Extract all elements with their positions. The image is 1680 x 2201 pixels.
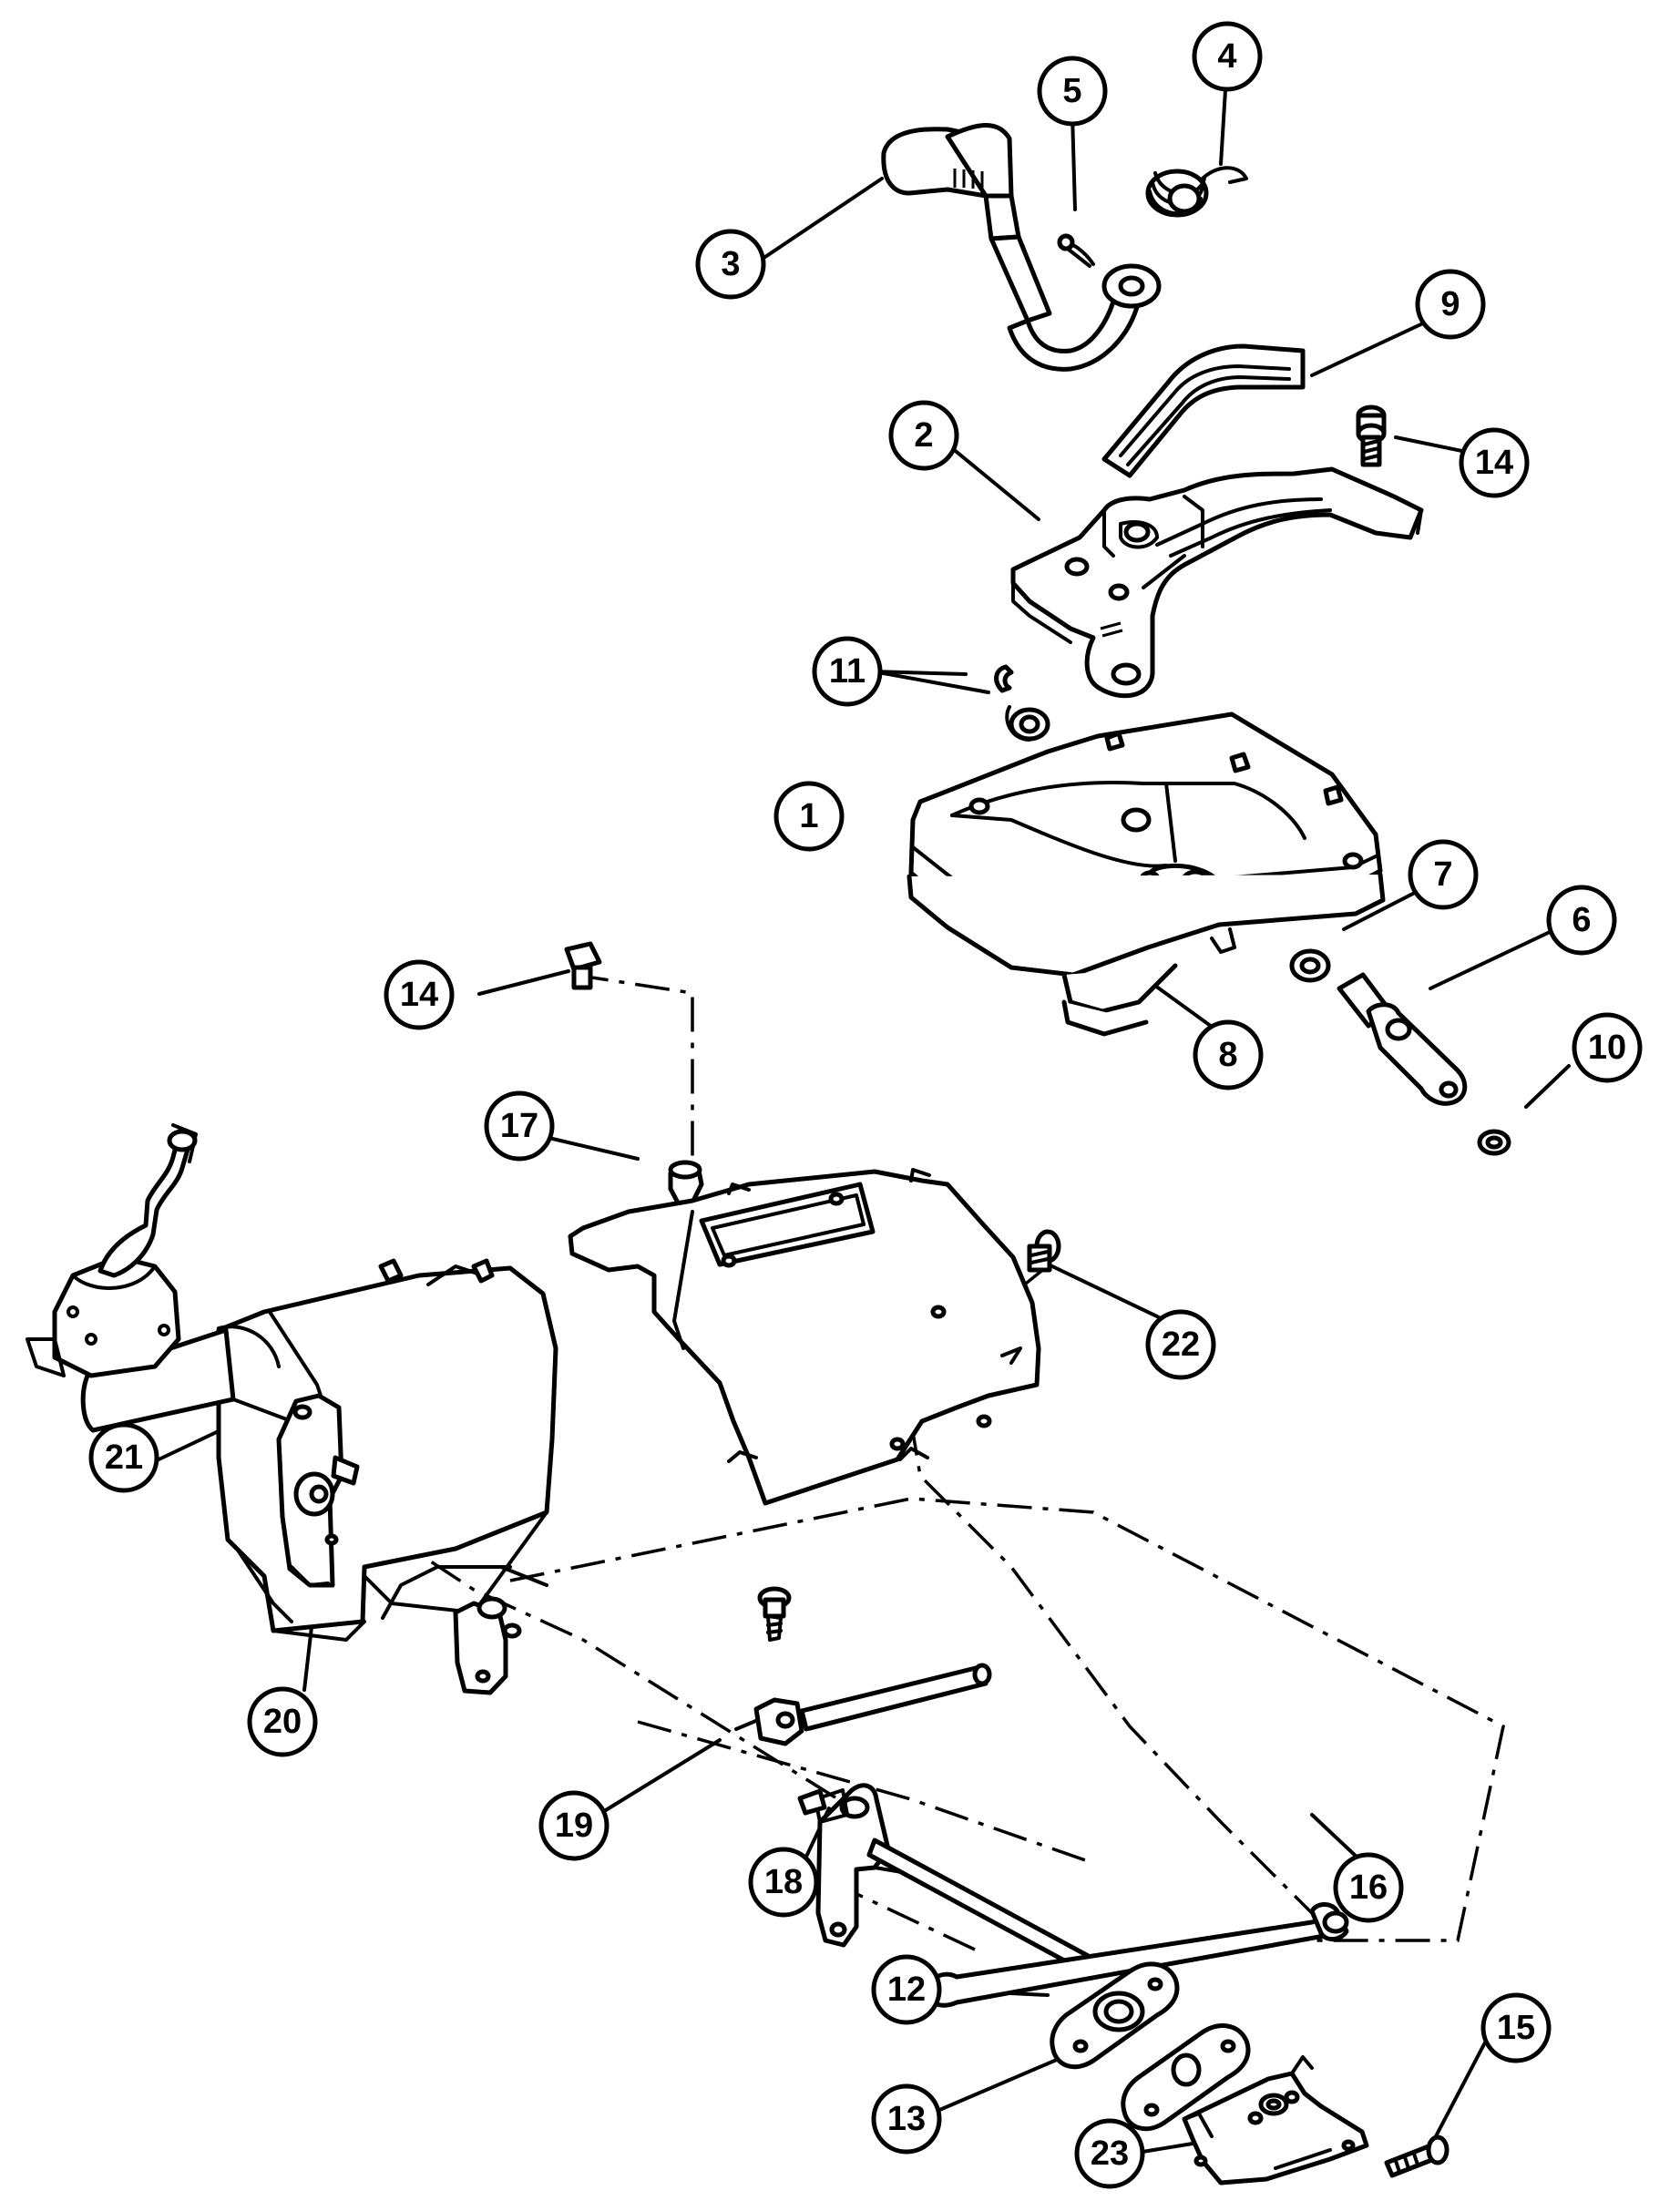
- part-4-spring: [1145, 166, 1248, 218]
- svg-text:20: 20: [263, 1703, 302, 1741]
- part-21-crossmember-bracket: [276, 1393, 360, 1588]
- callout-6: 6: [1546, 885, 1617, 956]
- shifter-housing: [26, 1123, 198, 1378]
- callout-10: 10: [1572, 1012, 1643, 1083]
- svg-text:13: 13: [887, 2100, 926, 2138]
- callout-14-lower: 14: [384, 959, 455, 1030]
- part-13-bushing-plate: [1121, 2023, 1251, 2132]
- callout-2: 2: [888, 400, 959, 471]
- tunnel-cover: [568, 1168, 1041, 1506]
- adjuster-rod: [734, 1663, 992, 1746]
- callout-18: 18: [748, 1847, 819, 1918]
- part-5-pin: [1057, 233, 1095, 268]
- svg-text:8: 8: [1218, 1036, 1237, 1074]
- svg-text:9: 9: [1440, 285, 1460, 323]
- part-10-nut: [1477, 1129, 1511, 1156]
- part-3-shift-lever: [881, 123, 1162, 372]
- center-bolt: [757, 1586, 792, 1642]
- part-7-8-gasket-layers: [907, 872, 1386, 1037]
- svg-text:6: 6: [1572, 901, 1591, 939]
- callout-4: 4: [1192, 21, 1263, 92]
- svg-text:3: 3: [721, 245, 740, 283]
- svg-text:23: 23: [1091, 2134, 1129, 2173]
- callout-20: 20: [247, 1686, 318, 1757]
- svg-text:2: 2: [914, 416, 933, 455]
- svg-text:4: 4: [1217, 37, 1236, 76]
- svg-text:14: 14: [1475, 444, 1513, 482]
- svg-text:14: 14: [400, 976, 438, 1014]
- svg-text:10: 10: [1588, 1029, 1626, 1067]
- svg-text:1: 1: [799, 797, 818, 835]
- callout-9: 9: [1415, 269, 1486, 340]
- svg-text:17: 17: [500, 1107, 538, 1145]
- callout-21: 21: [88, 1422, 159, 1493]
- part-9-gasket: [1101, 343, 1306, 478]
- extension-housing: [80, 1325, 293, 1433]
- callout-15: 15: [1480, 1992, 1552, 2063]
- transmission-housing: [216, 1258, 558, 1642]
- callout-23: 23: [1074, 2118, 1145, 2189]
- callout-12: 12: [871, 1954, 942, 2025]
- part-12-bushing-plate: [1050, 1961, 1180, 2070]
- svg-text:18: 18: [764, 1863, 803, 1901]
- part-14-screw-mid: [564, 941, 602, 990]
- svg-text:5: 5: [1062, 72, 1081, 110]
- callout-14-upper: 14: [1459, 427, 1530, 498]
- callout-11: 11: [812, 636, 883, 707]
- svg-text:16: 16: [1349, 1868, 1388, 1907]
- part-6-shaft-link: [1289, 948, 1468, 1106]
- callouts: 1 2 3 4 5 6 7 8 9 10 11 12 13 14 14 15 1…: [88, 21, 1643, 2189]
- svg-text:15: 15: [1497, 2009, 1535, 2047]
- svg-text:7: 7: [1433, 855, 1452, 894]
- callout-8: 8: [1193, 1019, 1264, 1090]
- part-11-clip: [994, 664, 1050, 742]
- callout-22: 22: [1145, 1309, 1216, 1380]
- svg-text:22: 22: [1162, 1326, 1200, 1364]
- part-15-bolt: [1384, 2134, 1450, 2178]
- callout-17: 17: [484, 1090, 555, 1162]
- part-18-lower-lever: [814, 1783, 931, 1948]
- callout-3: 3: [695, 229, 766, 300]
- part-2-bracket: [1010, 466, 1424, 699]
- svg-text:12: 12: [887, 1971, 926, 2009]
- callout-5: 5: [1037, 56, 1108, 127]
- svg-text:11: 11: [829, 652, 866, 691]
- part-14-bolt-top: [1356, 404, 1387, 467]
- part-22-bolt: [1027, 1229, 1061, 1273]
- svg-text:21: 21: [105, 1438, 143, 1477]
- callout-13: 13: [871, 2083, 942, 2155]
- callout-16: 16: [1333, 1852, 1404, 1923]
- callout-19: 19: [538, 1790, 610, 1861]
- svg-text:19: 19: [555, 1807, 593, 1845]
- callout-1: 1: [773, 781, 845, 852]
- callout-7: 7: [1408, 839, 1479, 910]
- housing-clevis: [453, 1596, 522, 1695]
- part-17-grommet: [668, 1160, 704, 1207]
- part-23-lower-bracket: [1182, 2055, 1369, 2186]
